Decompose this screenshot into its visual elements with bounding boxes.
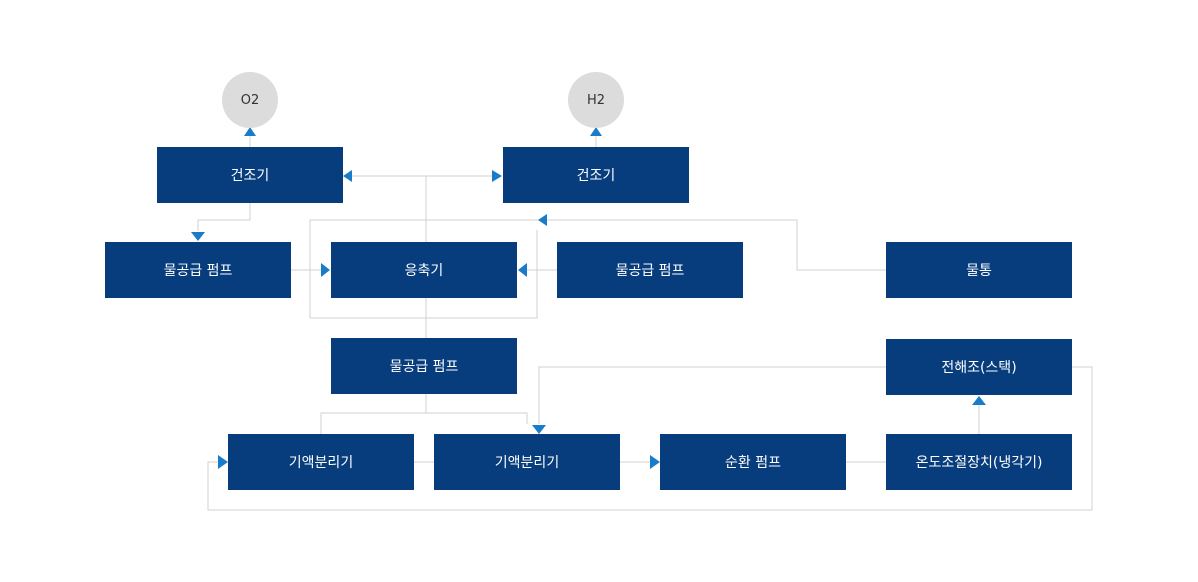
water-tank: 물통	[886, 242, 1072, 298]
gas-liquid-separator-left: 기액분리기	[228, 434, 414, 490]
arrow-right-dryer	[492, 170, 502, 182]
dryer-left: 건조기	[157, 147, 343, 203]
water-pump-lower: 물공급 펌프	[331, 338, 517, 394]
dryer-right: 건조기	[503, 147, 689, 203]
arrow-left-condenser	[518, 263, 527, 277]
water-pump-mid: 물공급 펌프	[557, 242, 743, 298]
arrow-up-electrolyzer	[972, 396, 986, 405]
arrow-up-o2	[244, 127, 256, 136]
arrow-left-dryer	[343, 170, 352, 182]
arrow-right-separator-left	[218, 455, 228, 469]
condenser: 응축기	[331, 242, 517, 298]
arrow-left-frame	[538, 214, 547, 226]
temperature-controller: 온도조절장치(냉각기)	[886, 434, 1072, 490]
arrow-up-h2	[590, 127, 602, 136]
arrow-right-circulation	[650, 455, 660, 469]
o2-output: O2	[222, 72, 278, 128]
water-pump-left: 물공급 펌프	[105, 242, 291, 298]
gas-liquid-separator-right: 기액분리기	[434, 434, 620, 490]
circulation-pump: 순환 펌프	[660, 434, 846, 490]
arrowheads	[191, 127, 986, 469]
electrolyzer-stack: 전해조(스택)	[886, 339, 1072, 395]
arrow-right-condenser	[321, 263, 330, 277]
arrow-down-separator	[532, 425, 546, 434]
arrow-down-pump-left	[191, 232, 205, 241]
h2-output: H2	[568, 72, 624, 128]
